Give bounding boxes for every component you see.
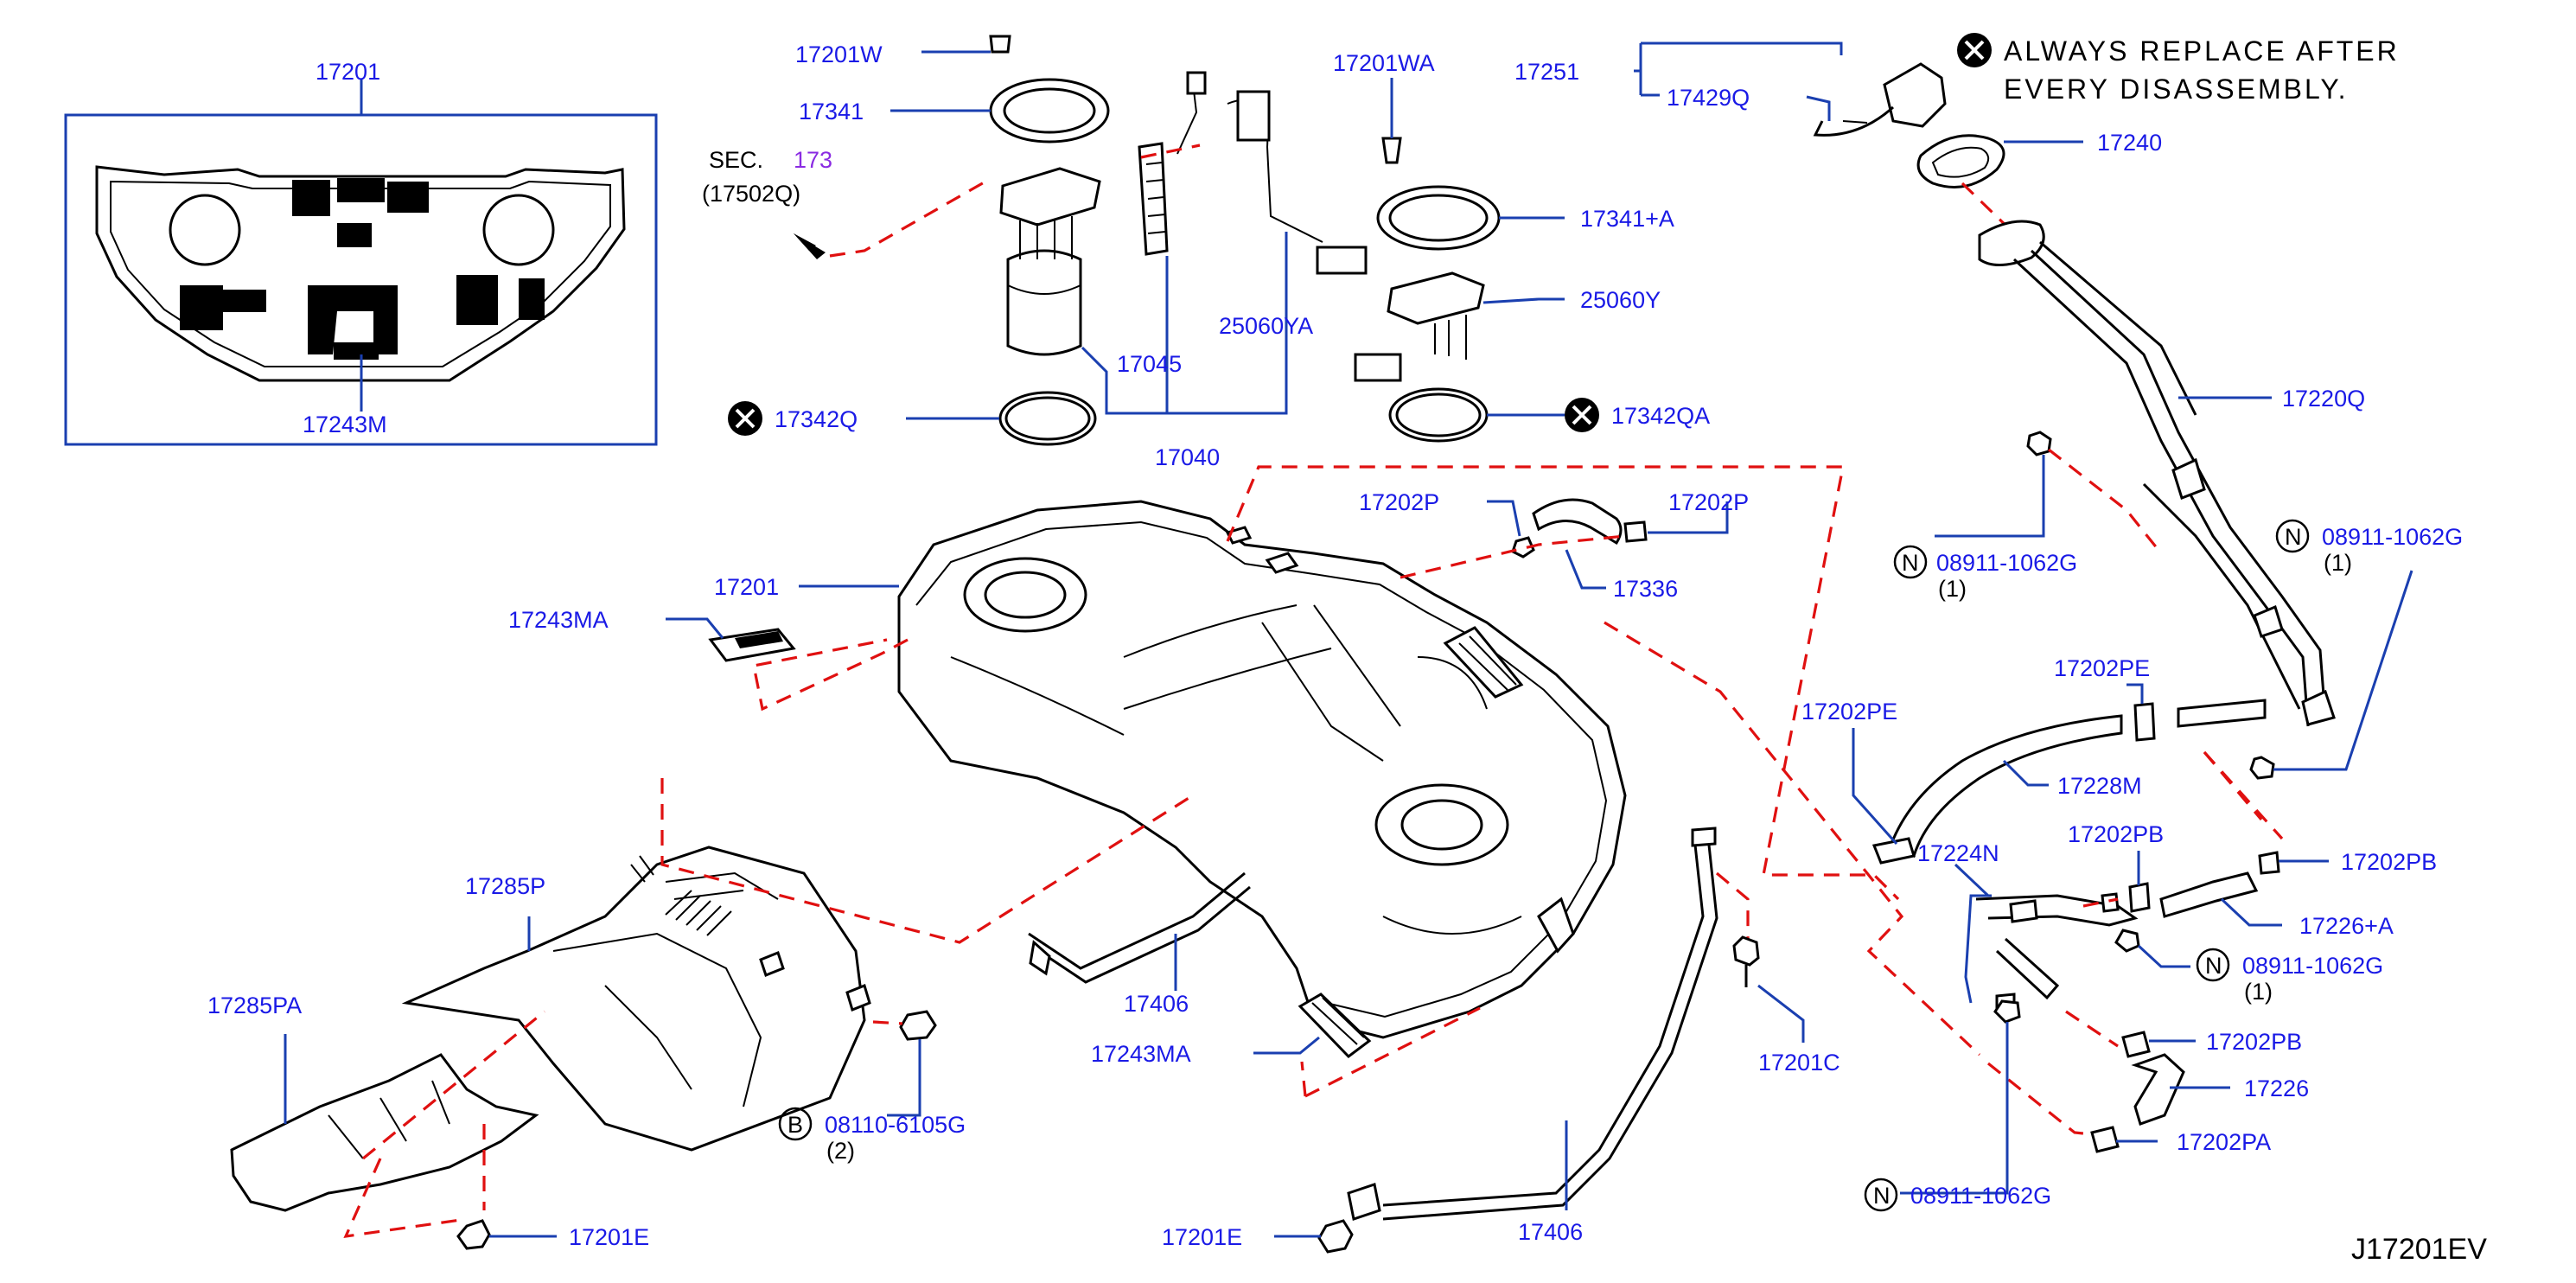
bolt-17201C: 17201C <box>1732 935 1840 1076</box>
label-17251: 17251 <box>1514 59 1579 85</box>
label-25060Y: 25060Y <box>1580 287 1661 313</box>
label-08911-b: 08911-1062G <box>2322 524 2463 550</box>
label-17202P-b: 17202P <box>1668 489 1749 515</box>
svg-text:N: N <box>2285 524 2302 550</box>
strap-17406-a: 17406 <box>1028 871 1251 1017</box>
label-17202PE-a: 17202PE <box>1801 699 1897 724</box>
label-17201E-a: 17201E <box>569 1224 649 1250</box>
label-17336: 17336 <box>1613 576 1678 602</box>
label-17045: 17045 <box>1117 351 1182 377</box>
label-17240: 17240 <box>2097 130 2162 156</box>
label-17201-main: 17201 <box>714 574 779 600</box>
svg-text:N: N <box>1902 550 1919 576</box>
inset-panel: 17201 17243M <box>64 59 658 446</box>
fuel-pump-assembly-left: 17201W 17341 17045 25060YA 17040 <box>728 35 1368 470</box>
filler-tube: 17220Q <box>1978 220 2365 727</box>
label-17202PB-c: 17202PB <box>2206 1029 2302 1055</box>
tank-underside-outline <box>95 165 626 382</box>
bolt-08110: B 08110-6105G (2) <box>778 1010 966 1164</box>
sec-prefix: SEC. <box>709 147 763 173</box>
label-08911-c: 08911-1062G <box>2242 953 2383 979</box>
n-marker-icon <box>2196 948 2230 982</box>
label-17201WA: 17201WA <box>1333 50 1435 76</box>
replace-marker-icon <box>1957 33 1992 67</box>
bolt-17201E-a: 17201E <box>456 1219 649 1250</box>
label-17201W: 17201W <box>795 41 883 67</box>
hose-17226A: 17202PB 17202PB 17226+A <box>2068 750 2437 939</box>
label-17228M: 17228M <box>2057 773 2142 799</box>
label-17224N: 17224N <box>1917 840 1999 866</box>
label-17202PB-b: 17202PB <box>2341 849 2437 875</box>
diagram-code: J17201EV <box>2351 1233 2487 1266</box>
label-17202PA: 17202PA <box>2177 1129 2271 1155</box>
label-17285PA: 17285PA <box>207 993 302 1018</box>
label-17342Q: 17342Q <box>775 406 858 432</box>
n-marker-icon <box>2275 519 2310 553</box>
label-17341A: 17341+A <box>1580 206 1674 232</box>
label-17202PE-b: 17202PE <box>2054 655 2150 681</box>
fuel-tank-main: 17201 <box>714 465 1981 1056</box>
fuel-pump-assembly-right: 17201WA 17341+A 25060Y 17342QA <box>1333 50 1710 443</box>
label-17342QA: 17342QA <box>1611 403 1710 429</box>
label-17243MA-b: 17243MA <box>1091 1041 1191 1067</box>
bolt-n-d: N 08911-1062G <box>1864 999 2051 1212</box>
svg-text:N: N <box>2205 953 2222 979</box>
bolt-n-c: N 08911-1062G (1) <box>2114 929 2383 1005</box>
label-08110: 08110-6105G <box>825 1112 966 1138</box>
label-17226A: 17226+A <box>2299 913 2394 939</box>
bolt-17201E-b: 17201E <box>1162 1219 1354 1254</box>
b-marker-icon <box>778 1107 813 1141</box>
sec-sub: (17502Q) <box>702 181 800 207</box>
bolt-n-a: N 08911-1062G (1) <box>1893 431 2163 602</box>
bolt-n-b: N 08911-1062G (1) <box>2203 519 2463 821</box>
hose-17228M: 17202PE 17202PE 17228M <box>1801 655 2267 865</box>
section-reference: SEC. 173 (17502Q) <box>702 147 986 259</box>
label-17040: 17040 <box>1155 444 1220 470</box>
label-08911-d: 08911-1062G <box>1910 1183 2051 1209</box>
label-17406-a: 17406 <box>1124 991 1189 1017</box>
label-17429Q: 17429Q <box>1667 85 1750 111</box>
svg-text:(1): (1) <box>1938 576 1967 602</box>
label-17201-inset: 17201 <box>316 59 380 85</box>
svg-text:(1): (1) <box>2324 550 2352 576</box>
hose-17226: 17202PB 17226 17202PA <box>1987 1010 2309 1155</box>
replace-marker-icon <box>728 401 762 436</box>
label-17243M: 17243M <box>303 412 387 437</box>
n-marker-icon <box>1864 1178 1898 1212</box>
note-line-2: EVERY DISASSEMBLY. <box>2004 73 2348 105</box>
replace-marker-icon <box>1565 398 1599 432</box>
svg-text:(2): (2) <box>826 1138 855 1164</box>
label-17285P: 17285P <box>465 873 545 899</box>
label-25060YA: 25060YA <box>1219 313 1313 339</box>
heat-shield-17285P: 17285P <box>401 846 871 1152</box>
pad-17243MA-b: 17243MA <box>1091 993 1481 1098</box>
filler-cap-area: 17251 17429Q ALWAYS REPLACE AFTER EVERY … <box>1514 33 2400 235</box>
heat-shield-17285PA: 17285PA <box>207 778 1194 1238</box>
label-17406-b: 17406 <box>1518 1219 1583 1245</box>
label-17201C: 17201C <box>1758 1050 1840 1076</box>
label-17226: 17226 <box>2244 1076 2309 1101</box>
svg-text:B: B <box>787 1112 803 1138</box>
note-line-1: ALWAYS REPLACE AFTER <box>2004 35 2400 67</box>
label-17201E-b: 17201E <box>1162 1224 1242 1250</box>
hose-17336: 17202P 17202P 17336 <box>1359 489 1749 602</box>
label-17202P-a: 17202P <box>1359 489 1439 515</box>
hose-17224N: 17224N <box>1917 840 2139 1012</box>
label-17341: 17341 <box>799 99 864 124</box>
label-17202PB-a: 17202PB <box>2068 821 2164 847</box>
sec-number: 173 <box>794 147 832 173</box>
label-17243MA-a: 17243MA <box>508 607 609 633</box>
svg-text:N: N <box>1873 1183 1891 1209</box>
n-marker-icon <box>1893 545 1928 579</box>
label-08911-a: 08911-1062G <box>1936 550 2077 576</box>
svg-text:(1): (1) <box>2244 979 2273 1005</box>
strap-17406-b: 17406 <box>1347 827 1750 1245</box>
label-17220Q: 17220Q <box>2282 386 2365 412</box>
pad-17243MA-a: 17243MA <box>508 607 796 662</box>
